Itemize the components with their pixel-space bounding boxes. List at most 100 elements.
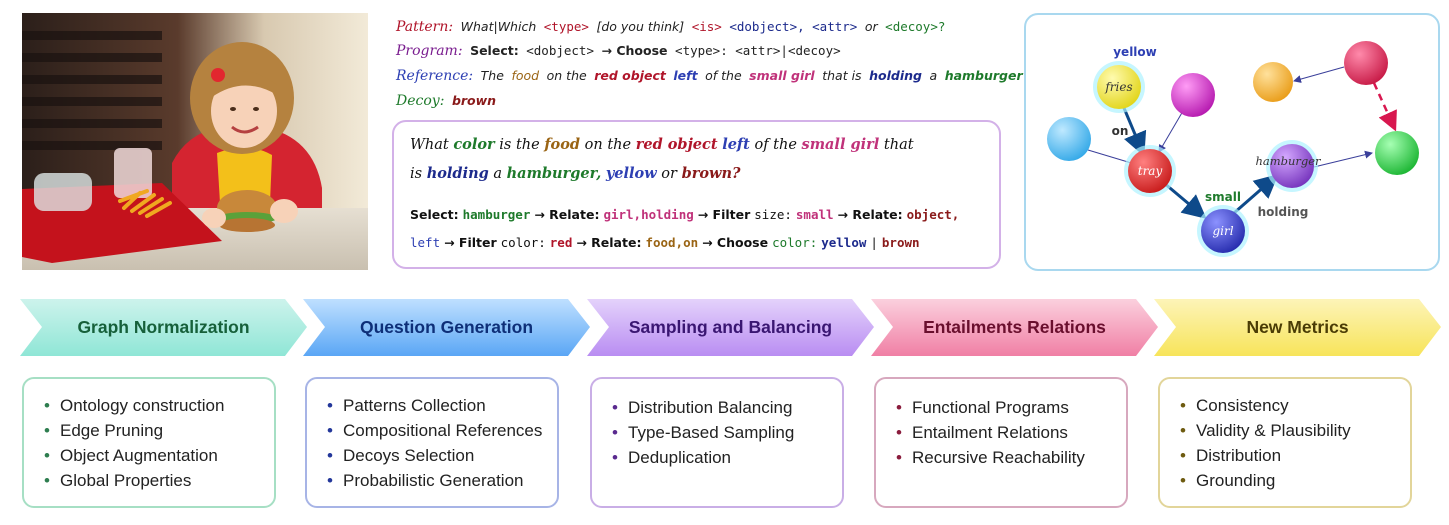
- pattern-part: <attr>: [812, 19, 858, 34]
- q-word: yellow: [605, 165, 657, 182]
- q-word: holding: [426, 165, 489, 182]
- stage-title: Graph Normalization: [77, 317, 250, 337]
- edge-magenta-tray: [1158, 110, 1184, 153]
- bullet-icon: •: [1180, 421, 1186, 440]
- stage-item: Distribution•: [1180, 443, 1410, 468]
- stage-item: Grounding•: [1180, 468, 1410, 493]
- reference-part: on the: [546, 68, 587, 83]
- bullet-icon: •: [612, 398, 618, 417]
- q-word: What: [410, 137, 449, 153]
- p-token: red: [549, 235, 573, 250]
- reference-part: red object: [594, 68, 666, 83]
- node-fries: [1097, 65, 1141, 109]
- stage-item: Decoys Selection•: [327, 443, 557, 468]
- pattern-part: <dobject>,: [729, 19, 805, 34]
- bullet-icon: •: [44, 471, 50, 490]
- p-token: → Choose: [702, 235, 769, 250]
- q-word: red object: [635, 136, 718, 153]
- stage-item: Edge Pruning•: [44, 418, 274, 443]
- stage-item: Ontology construction•: [44, 393, 274, 418]
- stage-title: New Metrics: [1246, 317, 1349, 337]
- reference-part: holding: [869, 68, 922, 83]
- reference-part: a: [929, 68, 938, 83]
- q-word: brown?: [681, 165, 741, 182]
- reference-part: that is: [822, 68, 862, 83]
- p-token: → Relate:: [837, 207, 903, 222]
- stage-item: Type-Based Sampling•: [612, 420, 842, 445]
- attr-label-small: small: [1205, 190, 1241, 204]
- stage-item-list: Consistency•Validity & Plausibility•Dist…: [1160, 379, 1410, 493]
- bullet-icon: •: [1180, 396, 1186, 415]
- pipeline-stage: Graph Normalization: [20, 299, 320, 356]
- p-token: color:: [500, 235, 546, 250]
- q-word: of the: [754, 137, 797, 153]
- stage-card: Functional Programs•Entailment Relations…: [874, 377, 1128, 508]
- reference-part: of the: [705, 68, 742, 83]
- stage-arrow-shape: [871, 299, 1158, 356]
- scene-graph-box: fries tray girl hamburger yellow on smal…: [1024, 13, 1440, 271]
- decoy-value: brown: [451, 93, 497, 108]
- reference-part: food: [511, 68, 540, 83]
- stage-card: Distribution Balancing•Type-Based Sampli…: [590, 377, 844, 508]
- q-word: on the: [584, 137, 632, 153]
- bullet-icon: •: [896, 448, 902, 467]
- node-label-girl: girl: [1212, 224, 1233, 238]
- stage-card: Consistency•Validity & Plausibility•Dist…: [1158, 377, 1412, 508]
- node-orange: [1253, 62, 1293, 102]
- node-tray: [1128, 149, 1172, 193]
- stage-item: Compositional References•: [327, 418, 557, 443]
- stage-item: Recursive Reachability•: [896, 445, 1126, 470]
- q-word: small girl: [801, 136, 880, 153]
- stage-arrow-shape: [303, 299, 590, 356]
- p-token: girl,holding: [603, 207, 694, 222]
- question-line-1: What color is the food on the red object…: [410, 136, 914, 153]
- p-token: small: [795, 207, 834, 222]
- bullet-icon: •: [327, 471, 333, 490]
- pattern-part: What|Which: [460, 19, 537, 34]
- node-label-hamburger: hamburger: [1255, 154, 1322, 168]
- stage-item-list: Functional Programs•Entailment Relations…: [876, 379, 1126, 470]
- pipeline-stage: Sampling and Balancing: [587, 299, 887, 356]
- node-magenta: [1171, 73, 1215, 117]
- program-part: <dobject>: [526, 43, 594, 58]
- bullet-icon: •: [327, 421, 333, 440]
- q-word: or: [661, 166, 677, 182]
- stage-arrow-shape: [587, 299, 874, 356]
- bullet-icon: •: [612, 448, 618, 467]
- stage-item: Deduplication•: [612, 445, 842, 470]
- pattern-part: <decoy>?: [885, 19, 946, 34]
- reference-part: The: [480, 68, 504, 83]
- program-line-2: left → Filter color: red → Relate: food,…: [410, 235, 920, 250]
- p-token: yellow: [821, 235, 867, 250]
- q-word: color: [453, 136, 495, 153]
- stage-item: Patterns Collection•: [327, 393, 557, 418]
- edge-girl-hamburger: [1233, 174, 1279, 215]
- p-token: → Filter: [444, 235, 497, 250]
- program-part: → Choose: [601, 43, 668, 58]
- pipeline-stage: New Metrics: [1154, 299, 1449, 356]
- q-word: is the: [499, 137, 540, 153]
- pattern-part: <type>: [543, 19, 589, 34]
- q-word: left: [722, 136, 750, 153]
- bullet-icon: •: [327, 396, 333, 415]
- node-hamburger: [1270, 144, 1314, 188]
- bullet-icon: •: [1180, 446, 1186, 465]
- node-label-fries: fries: [1104, 80, 1132, 94]
- decoy-label: Decoy:: [396, 93, 445, 109]
- p-token: → Relate:: [534, 207, 600, 222]
- bullet-icon: •: [612, 423, 618, 442]
- reference-line: Reference: The food on the red object le…: [396, 68, 1023, 84]
- edge-label-on: on: [1112, 124, 1129, 138]
- p-token: hamburger: [462, 207, 531, 222]
- bullet-icon: •: [896, 398, 902, 417]
- p-token: |: [870, 235, 878, 250]
- stage-item-list: Ontology construction•Edge Pruning•Objec…: [24, 379, 274, 493]
- stage-arrow-shape: [1154, 299, 1441, 356]
- q-word: is: [410, 166, 423, 182]
- attr-label-yellow: yellow: [1113, 45, 1157, 59]
- pattern-part: [do you think]: [596, 19, 685, 34]
- stage-item: Validity & Plausibility•: [1180, 418, 1410, 443]
- edge-crimson-orange: [1293, 66, 1345, 83]
- stage-item: Functional Programs•: [896, 395, 1126, 420]
- program-label: Program:: [396, 43, 463, 59]
